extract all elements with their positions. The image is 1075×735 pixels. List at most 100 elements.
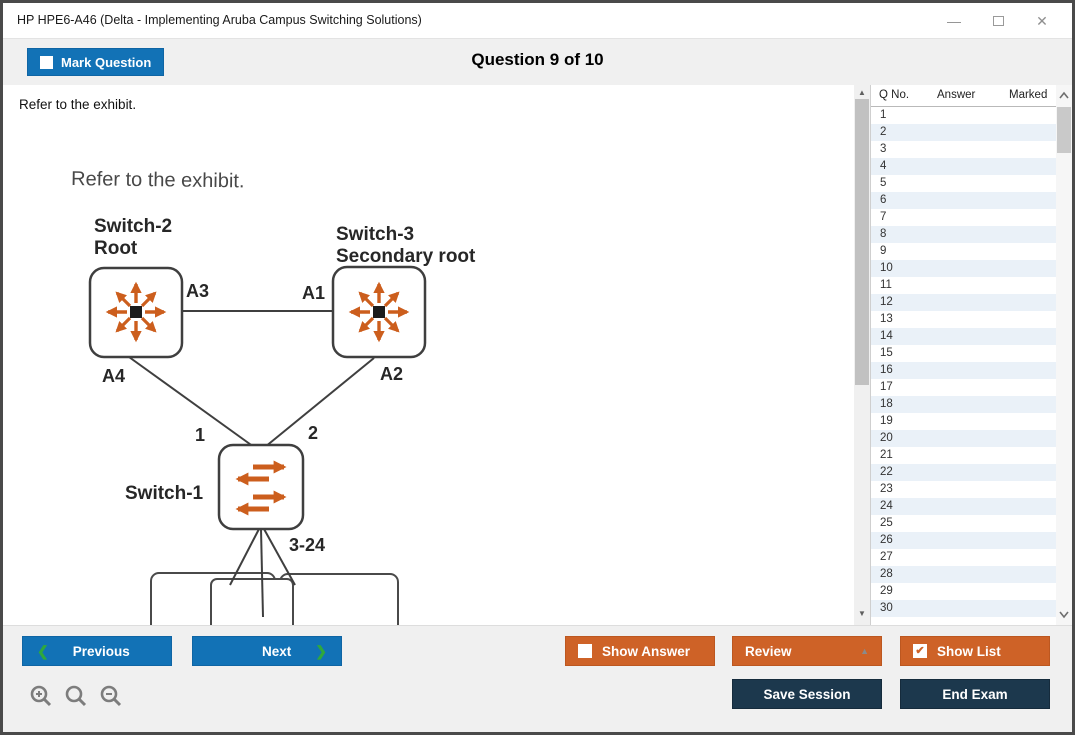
end-exam-label: End Exam (942, 686, 1008, 702)
switch1-node (217, 443, 305, 531)
question-row[interactable]: 19 (880, 415, 893, 427)
window-controls: — ✕ (932, 3, 1064, 39)
show-answer-button[interactable]: Show Answer (565, 636, 715, 666)
show-answer-checkbox-icon[interactable] (578, 644, 592, 658)
zoom-controls (28, 684, 124, 710)
switch3-role-label: Secondary root (336, 246, 476, 267)
port-a3-label: A3 (186, 281, 209, 301)
question-row[interactable]: 5 (880, 177, 887, 189)
show-list-checkbox-icon[interactable]: ✔ (913, 644, 927, 658)
port-3-24-label: 3-24 (289, 535, 325, 555)
list-scrollbar-thumb[interactable] (1057, 107, 1071, 153)
question-row[interactable]: 28 (871, 566, 1057, 583)
link-switch1-device1 (229, 528, 260, 586)
question-row[interactable]: 10 (871, 260, 1057, 277)
question-row[interactable]: 18 (871, 396, 1057, 413)
next-button[interactable]: Next ❯ (192, 636, 342, 666)
question-row[interactable]: 1 (880, 109, 887, 121)
question-row[interactable]: 4 (871, 158, 1057, 175)
port-a2-label: A2 (380, 364, 403, 384)
review-label: Review (745, 643, 792, 659)
list-scrollbar[interactable] (1056, 85, 1072, 625)
question-row[interactable]: 21 (880, 449, 893, 461)
question-row[interactable]: 12 (871, 294, 1057, 311)
save-session-label: Save Session (763, 686, 851, 702)
column-qno: Q No. (879, 89, 910, 101)
show-answer-label: Show Answer (602, 643, 691, 659)
link-switch1-device3 (263, 528, 296, 586)
exhibit-diagram: Refer to the exhibit. Switch-2 Root Swit… (71, 168, 476, 625)
question-row[interactable]: 2 (871, 124, 1057, 141)
question-row[interactable]: 8 (871, 226, 1057, 243)
zoom-out-icon[interactable] (98, 684, 124, 710)
link-switch1-device2 (260, 528, 264, 618)
chevron-down-icon[interactable] (1057, 606, 1071, 622)
question-row[interactable]: 30 (871, 600, 1057, 617)
mark-question-button[interactable]: Mark Question (27, 48, 165, 76)
switch2-role-label: Root (94, 238, 138, 259)
title-bar: HP HPE6-A46 (Delta - Implementing Aruba … (3, 3, 1072, 39)
previous-button[interactable]: ❮ Previous (22, 636, 172, 666)
port-a4-label: A4 (102, 366, 125, 386)
window-title: HP HPE6-A46 (Delta - Implementing Aruba … (17, 13, 422, 27)
caret-up-icon: ▲ (860, 646, 869, 656)
question-row[interactable]: 25 (880, 517, 893, 529)
minimize-icon[interactable]: — (947, 13, 961, 29)
chevron-up-icon[interactable] (1057, 88, 1071, 104)
footer-bar: ❮ Previous Next ❯ Show Answer Review ▲ ✔… (3, 625, 1072, 732)
mark-question-checkbox-icon[interactable] (40, 55, 53, 69)
question-row[interactable]: 13 (880, 313, 893, 325)
end-device-2 (210, 578, 294, 625)
save-session-button[interactable]: Save Session (732, 679, 882, 709)
switch1-name-label: Switch-1 (125, 483, 204, 504)
content-area: Refer to the exhibit. (3, 85, 1072, 625)
question-row[interactable]: 16 (871, 362, 1057, 379)
switch2-name-label: Switch-2 (94, 216, 172, 237)
question-row[interactable]: 6 (871, 192, 1057, 209)
exhibit-caption: Refer to the exhibit. (71, 168, 245, 192)
close-icon[interactable]: ✕ (1036, 12, 1048, 29)
link-switch3-switch1 (264, 357, 375, 448)
column-answer: Answer (937, 89, 976, 101)
question-prompt: Refer to the exhibit. (19, 97, 137, 112)
question-row[interactable]: 26 (871, 532, 1057, 549)
port-1-label: 1 (195, 425, 205, 445)
zoom-reset-icon[interactable] (63, 684, 89, 710)
scroll-up-icon[interactable]: ▲ (858, 88, 866, 97)
show-list-button[interactable]: ✔ Show List (900, 636, 1050, 666)
show-list-label: Show List (937, 643, 1001, 659)
maximize-icon[interactable] (976, 6, 1020, 36)
link-switch2-switch1 (128, 356, 255, 448)
port-2-label: 2 (308, 423, 318, 443)
question-row[interactable]: 3 (880, 143, 887, 155)
main-scrollbar[interactable]: ▲ ▼ (854, 85, 870, 625)
port-a1-label: A1 (302, 283, 325, 303)
zoom-in-icon[interactable] (28, 684, 54, 710)
question-row[interactable]: 29 (880, 585, 893, 597)
question-row[interactable]: 23 (880, 483, 893, 495)
question-row[interactable]: 15 (880, 347, 893, 359)
end-exam-button[interactable]: End Exam (900, 679, 1050, 709)
main-scrollbar-thumb[interactable] (855, 99, 869, 385)
question-row[interactable]: 9 (880, 245, 887, 257)
question-row[interactable]: 20 (871, 430, 1057, 447)
review-button[interactable]: Review ▲ (732, 636, 882, 666)
question-counter: Question 9 of 10 (471, 50, 604, 69)
question-row[interactable]: 11 (880, 279, 892, 291)
toolbar: Mark Question Question 9 of 10 (3, 39, 1072, 85)
scroll-down-icon[interactable]: ▼ (858, 609, 866, 618)
question-row[interactable]: 22 (871, 464, 1057, 481)
question-row[interactable]: 14 (871, 328, 1057, 345)
next-label: Next (262, 643, 292, 659)
question-row[interactable]: 7 (880, 211, 887, 223)
question-row[interactable]: 17 (880, 381, 893, 393)
question-pane: Refer to the exhibit. (3, 85, 854, 625)
chevron-right-icon: ❯ (315, 642, 327, 659)
question-row[interactable]: 27 (880, 551, 893, 563)
question-row[interactable]: 24 (871, 498, 1057, 515)
chevron-left-icon: ❮ (37, 642, 49, 659)
switch3-name-label: Switch-3 (336, 224, 414, 245)
